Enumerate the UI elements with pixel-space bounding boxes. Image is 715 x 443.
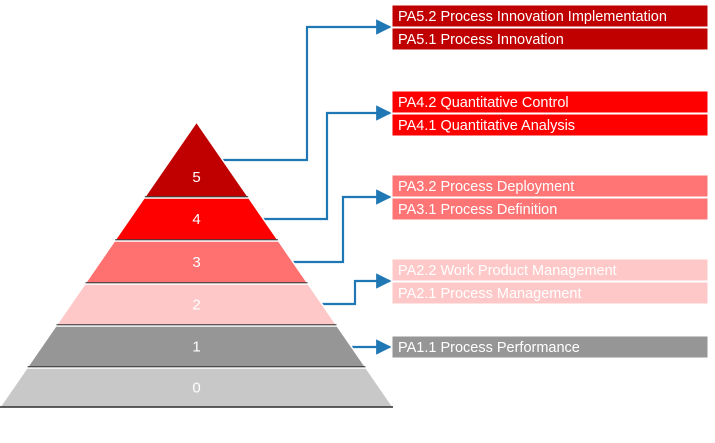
attribute-label: PA3.2 Process Deployment [398, 179, 574, 195]
attribute-box [391, 90, 709, 114]
attribute-box [391, 197, 709, 221]
pyramid-level-4-number: 4 [192, 211, 200, 228]
connector-level-5 [222, 19, 392, 162]
attribute-box [391, 27, 709, 51]
attribute-label: PA5.2 Process Innovation Implementation [398, 9, 667, 25]
attribute-label: PA2.1 Process Management [398, 286, 582, 302]
connector-level-3 [284, 189, 392, 264]
pyramid-level-2-number: 2 [192, 297, 200, 314]
attribute-group-level-5: PA5.2 Process Innovation ImplementationP… [391, 4, 709, 51]
attribute-label: PA4.1 Quantitative Analysis [398, 118, 575, 134]
capability-pyramid: 5 4 3 2 1 0 [0, 120, 395, 408]
pyramid-level-5-number: 5 [192, 169, 200, 186]
attribute-group-level-1: PA1.1 Process Performance [391, 335, 709, 359]
attribute-label: PA5.1 Process Innovation [398, 32, 564, 48]
attribute-box [391, 258, 709, 282]
attribute-label: PA2.2 Work Product Management [398, 263, 617, 279]
attribute-label: PA1.1 Process Performance [398, 340, 580, 356]
pyramid-level-3-number: 3 [192, 254, 200, 271]
attribute-label: PA4.2 Quantitative Control [398, 95, 569, 111]
connector-level-2 [317, 273, 392, 306]
attribute-box [391, 281, 709, 305]
attribute-label: PA3.1 Process Definition [398, 202, 557, 218]
attribute-box [391, 4, 709, 28]
attribute-box [391, 335, 709, 359]
attribute-box [391, 113, 709, 137]
connector-level-4 [263, 105, 392, 221]
pyramid-level-0-number: 0 [192, 380, 200, 397]
connectors [222, 19, 392, 355]
process-attribute-boxes: PA5.2 Process Innovation ImplementationP… [391, 4, 709, 359]
attribute-box [391, 174, 709, 198]
pyramid-level-1-number: 1 [192, 339, 200, 356]
